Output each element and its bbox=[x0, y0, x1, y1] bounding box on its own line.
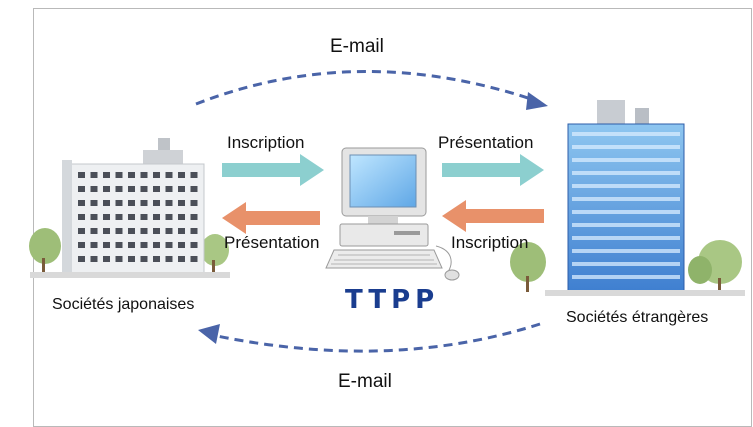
arrow-right-lower-inscription bbox=[442, 200, 544, 232]
japanese-companies-label: Sociétés japonaises bbox=[52, 296, 195, 313]
arrow-left-upper-inscription bbox=[222, 154, 324, 186]
left-lower-arrow-label: Présentation bbox=[224, 233, 320, 252]
email-label-top: E-mail bbox=[330, 36, 384, 57]
email-label-bottom: E-mail bbox=[338, 371, 392, 392]
computer-icon bbox=[325, 147, 460, 281]
foreign-company-building bbox=[510, 100, 745, 296]
email-arc-bottom bbox=[198, 322, 541, 353]
arrow-right-upper-presentation bbox=[442, 154, 544, 186]
ttpp-brand: TTPP bbox=[345, 285, 440, 315]
left-upper-arrow-label: Inscription bbox=[227, 133, 305, 152]
japanese-company-building bbox=[29, 138, 230, 278]
right-upper-arrow-label: Présentation bbox=[438, 133, 534, 152]
email-arc-top bbox=[195, 70, 548, 110]
right-lower-arrow-label: Inscription bbox=[451, 233, 529, 252]
arrow-left-lower-presentation bbox=[222, 202, 320, 234]
foreign-companies-label: Sociétés étrangères bbox=[566, 309, 709, 326]
